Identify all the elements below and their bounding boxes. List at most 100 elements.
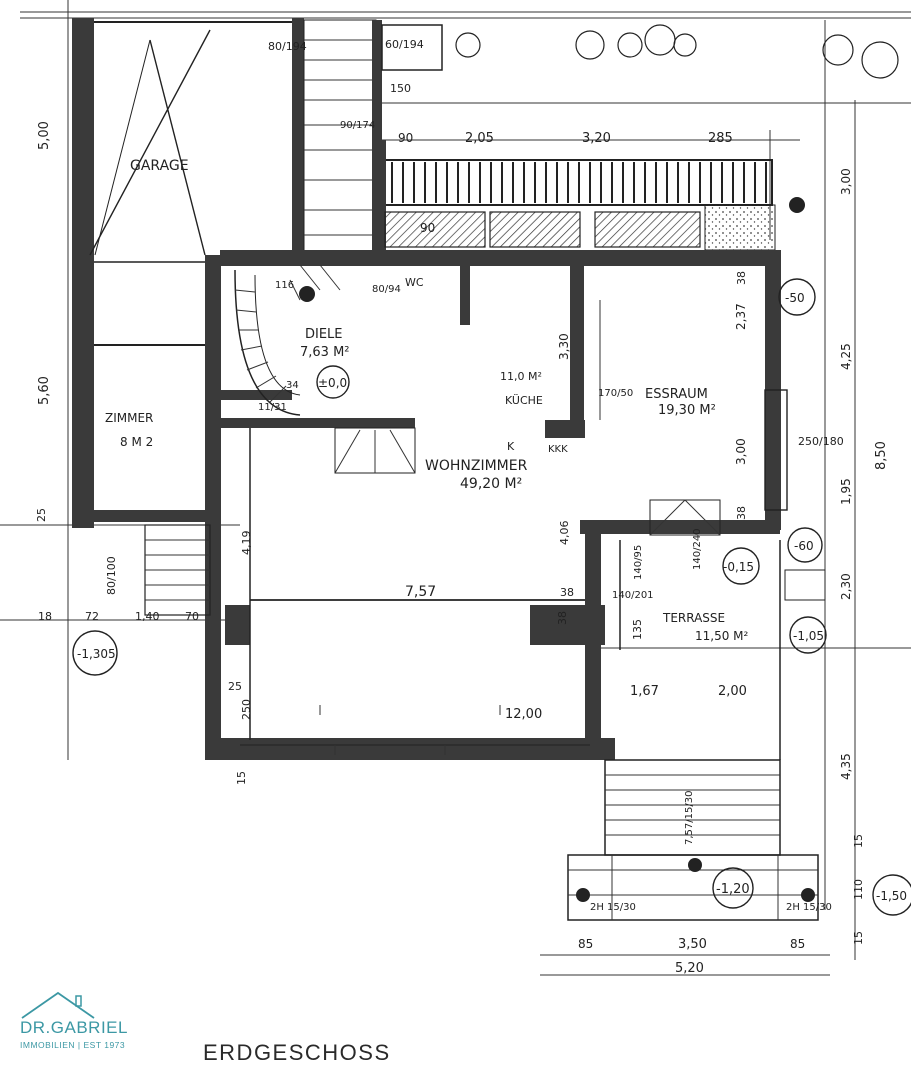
dim-r-300: 3,00 — [839, 168, 853, 195]
dim-135: 135 — [631, 619, 644, 640]
label-wohnzimmer-area: 49,20 M² — [460, 476, 522, 492]
floor-title: ERDGESCHOSS — [203, 1040, 391, 1065]
dim-250-180: 250/180 — [798, 435, 844, 448]
essraum-window — [599, 300, 788, 536]
level-essraum: -50 — [785, 291, 805, 305]
dim-b-520: 5,20 — [675, 961, 704, 976]
label-kueche-area: 11,0 M² — [500, 370, 542, 383]
dim-stair-757: 7,57/15/30 — [684, 791, 695, 845]
top-stair — [303, 19, 443, 261]
label-garage: GARAGE — [130, 158, 189, 174]
dim-r-850: 8,50 — [874, 441, 889, 470]
level-markers — [72, 197, 911, 916]
dim-237: 2,37 — [734, 303, 748, 330]
side-stair — [144, 524, 211, 616]
dim-250: 250 — [240, 699, 253, 720]
zimmer-walls — [72, 255, 221, 755]
level-terrasse-door: -0,15 — [723, 560, 754, 574]
dim-top-150: 150 — [390, 82, 411, 95]
dim-left-80-100: 80/100 — [105, 556, 118, 595]
dim-r-195: 1,95 — [839, 478, 853, 505]
dim-b-85b: 85 — [790, 937, 805, 951]
trees — [455, 24, 899, 79]
dim-b-85a: 85 — [578, 937, 593, 951]
dim-diele-11-31: 11/31 — [258, 402, 287, 413]
label-terrasse: TERRASSE — [662, 611, 725, 625]
dim-r-110: 110 — [852, 879, 865, 900]
dimension-labels: 80/194 60/194 150 90/174 90 2,05 3,20 28… — [35, 38, 889, 976]
level-diele: ±0,0 — [318, 376, 347, 390]
dim-15: 15 — [235, 771, 248, 785]
spiral-stair — [234, 264, 341, 416]
dim-200: 2,00 — [718, 684, 747, 699]
dim-left-500: 5,00 — [37, 121, 52, 150]
level-terrasse: -1,05 — [793, 629, 824, 643]
wohnzimmer-details — [240, 427, 590, 755]
dim-38a: 38 — [560, 586, 574, 599]
logo-brand: DR.GABRIEL — [20, 1018, 128, 1037]
dim-116: 116 — [275, 280, 294, 291]
dim-38c: 38 — [735, 271, 748, 285]
dim-90-win: 90 — [420, 221, 435, 235]
label-wohnzimmer: WOHNZIMMER — [425, 458, 528, 474]
level-stairs: -1,20 — [716, 882, 750, 897]
dim-140-201: 140/201 — [612, 590, 654, 601]
dim-70: 70 — [185, 610, 199, 623]
level-labels: ±0,0 -50 -0,15 -60 -1,05 -1,305 -1,20 -1… — [77, 291, 907, 903]
dim-k-label: K — [507, 440, 515, 453]
house-walls — [205, 250, 781, 760]
level-right-side: -60 — [794, 539, 814, 553]
dim-left-25: 25 — [35, 508, 48, 522]
dim-72: 72 — [85, 610, 99, 623]
dim-1200: 12,00 — [505, 707, 542, 722]
dim-330: 3,30 — [557, 333, 571, 360]
dim-kkk: KKK — [548, 444, 568, 455]
dim-25: 25 — [228, 680, 242, 693]
dim-38b: 38 — [556, 611, 569, 625]
garage — [72, 18, 304, 528]
label-essraum-area: 19,30 M² — [658, 403, 716, 418]
house-roof-icon — [21, 991, 95, 1019]
label-zimmer: ZIMMER — [105, 411, 153, 425]
dim-stair-left: 2H 15/30 — [590, 902, 636, 913]
dim-diele-34: 34 — [286, 380, 299, 391]
label-diele-area: 7,63 M² — [300, 345, 350, 360]
dim-285: 285 — [708, 131, 733, 146]
terrasse — [619, 540, 826, 760]
label-kueche: KÜCHE — [505, 394, 543, 407]
front-stairs — [567, 759, 819, 921]
reference-lines — [0, 0, 911, 976]
dim-top-80-194: 80/194 — [268, 40, 307, 53]
logo-tagline: IMMOBILIEN | EST 1973 — [20, 1040, 126, 1050]
dim-18: 18 — [38, 610, 52, 623]
label-essraum: ESSRAUM — [645, 387, 708, 402]
dim-140-240: 140/240 — [692, 528, 703, 570]
dim-left-560: 5,60 — [37, 376, 52, 405]
dim-r-230: 2,30 — [839, 573, 853, 600]
room-labels: GARAGE ZIMMER 8 M 2 DIELE 7,63 M² WC 11,… — [105, 158, 749, 643]
dim-stair-right: 2H 15/30 — [786, 902, 832, 913]
label-zimmer-area: 8 M 2 — [120, 435, 153, 449]
dim-419: 4,19 — [240, 531, 253, 556]
dim-top-60-194: 60/194 — [385, 38, 424, 51]
company-logo: DR.GABRIEL IMMOBILIEN | EST 1973 — [20, 990, 160, 1060]
dim-167: 1,67 — [630, 684, 659, 699]
level-left-bottom: -1,305 — [77, 647, 116, 661]
dim-300: 3,00 — [734, 438, 748, 465]
dim-b-350: 3,50 — [678, 937, 707, 952]
label-terrasse-area: 11,50 M² — [695, 629, 749, 643]
dim-140-95: 140/95 — [633, 545, 644, 580]
dim-205: 2,05 — [465, 131, 494, 146]
label-wc: WC — [405, 276, 424, 289]
dim-406: 4,06 — [558, 521, 571, 546]
label-diele: DIELE — [305, 327, 343, 342]
dim-320: 3,20 — [582, 131, 611, 146]
dim-90-174: 90/174 — [340, 120, 375, 131]
dim-170-50: 170/50 — [598, 388, 633, 399]
dim-38d: 38 — [735, 506, 748, 520]
dim-r-425: 4,25 — [839, 343, 853, 370]
level-edge-right: -1,50 — [876, 889, 907, 903]
dim-140: 1,40 — [135, 610, 160, 623]
dim-r-15a: 15 — [852, 834, 865, 848]
